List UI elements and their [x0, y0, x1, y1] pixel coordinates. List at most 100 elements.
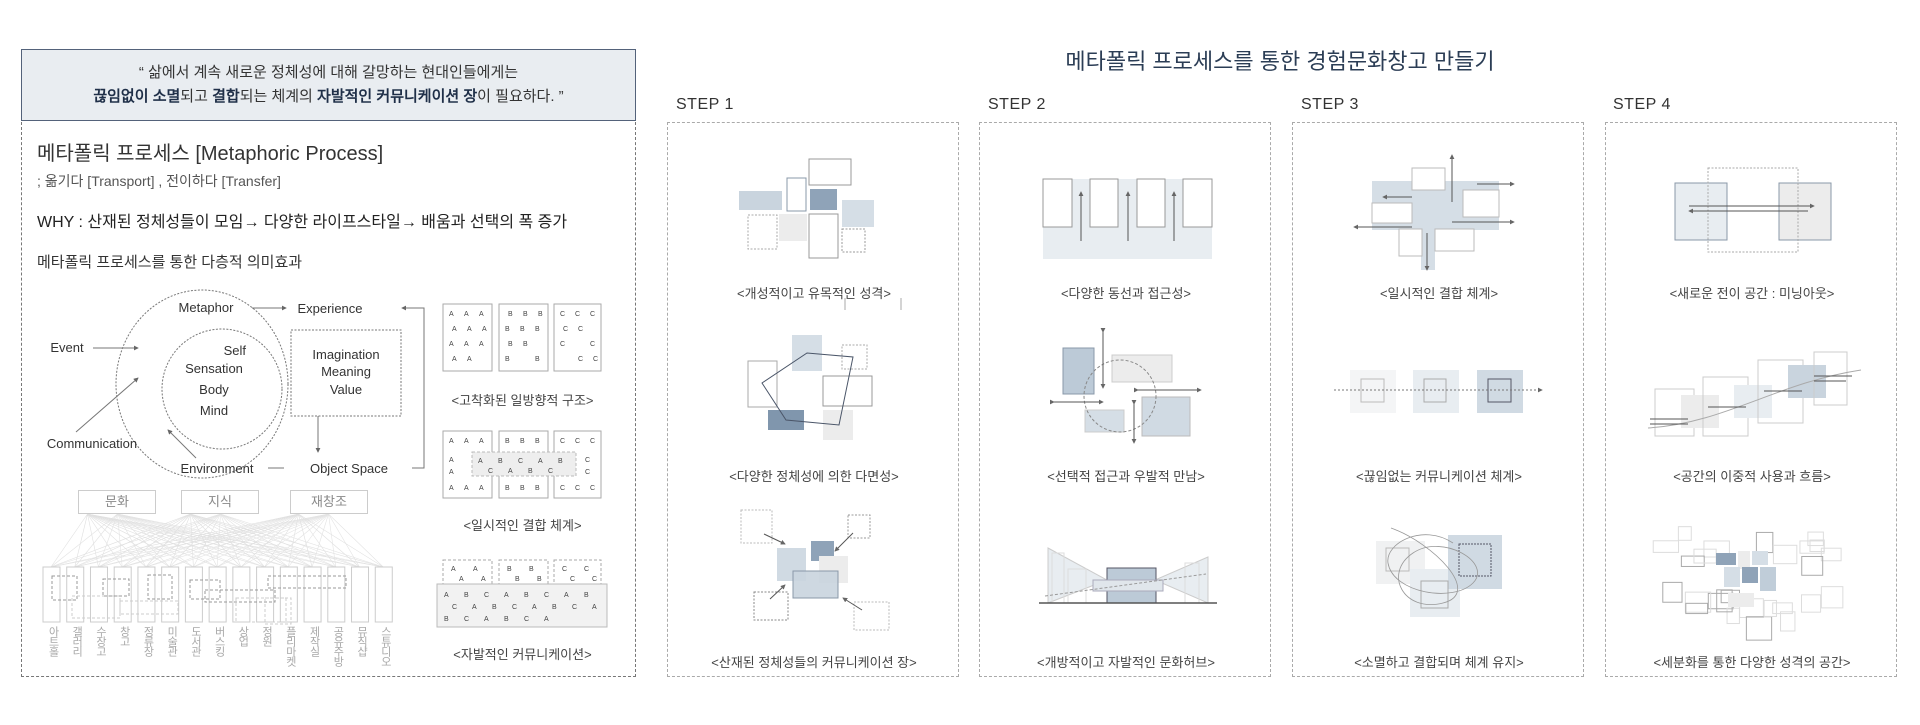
diagram-shape [1182, 178, 1213, 228]
space-unit [1763, 599, 1777, 617]
network-line [328, 513, 384, 568]
pattern-letter: A [538, 458, 543, 465]
pattern-letter: B [535, 485, 540, 492]
step-2-diagrams [1039, 178, 1217, 604]
pattern-letter: B [508, 311, 513, 318]
network-line [298, 513, 313, 568]
network-line [193, 513, 299, 568]
network-line [169, 513, 191, 568]
diagram-shape [842, 597, 863, 611]
pattern-letter: A [479, 438, 484, 445]
diagram-shape [1813, 351, 1848, 406]
diagram-shape [115, 289, 289, 479]
diagram-shape [1413, 370, 1459, 413]
pattern-letter: B [505, 485, 510, 492]
diagram-shape [1353, 154, 1515, 271]
pattern-letter: C [578, 326, 583, 333]
grouping-box [204, 589, 276, 603]
quote-text: 되고 [180, 88, 213, 105]
pattern-letter: C [570, 576, 575, 583]
space-unit [1684, 591, 1712, 613]
network-line [216, 513, 299, 568]
step-2-caption-1: <다양한 동선과 접근성> [1060, 286, 1192, 301]
quote-line-2: 끊임없이 소멸되고 결합되는 체계의 자발적인 커뮤니케이션 장이 필요하다. … [22, 85, 635, 109]
pattern-letter: C [575, 311, 580, 318]
step-4-caption-2: <공간의 이중적 사용과 흐름> [1673, 469, 1831, 484]
pattern-letter: A [473, 566, 478, 573]
diagram-shape [1078, 191, 1177, 241]
network-line [87, 513, 336, 568]
network-line [190, 513, 360, 568]
category-knowledge: 지식 [181, 490, 259, 514]
space-unit [1772, 544, 1798, 565]
network-line [87, 513, 384, 568]
quote-emphasis: 자발적인 커뮤니케이션 장 [317, 88, 478, 105]
diagram-shape [1136, 178, 1166, 228]
step-1-panel: <개성적이고 유목적인 성격> <다양한 정체성에 의한 다면성> <산재된 정… [667, 122, 959, 677]
diagram-shape [1398, 228, 1423, 257]
network-line [117, 513, 123, 568]
pattern-letter: B [505, 326, 510, 333]
pattern-letter: C [464, 616, 469, 623]
grouping-box [264, 597, 292, 625]
pattern-letter: B [507, 566, 512, 573]
pattern-letter: A [479, 311, 484, 318]
category-recreation: 재창조 [290, 490, 368, 514]
diagram-shape [1089, 178, 1119, 228]
why-statement: WHY : 산재된 정체성들이 모임→ 다양한 라이프스타일→ 배움과 선택의 … [37, 214, 568, 231]
pattern-letter: B [528, 468, 533, 475]
pattern-letter: B [520, 485, 525, 492]
pattern-letter: C [560, 311, 565, 318]
label-environment: Environment [181, 461, 254, 476]
pattern-letter: A [467, 326, 472, 333]
network-line [264, 513, 299, 568]
pattern-box [498, 559, 549, 585]
pattern-letter: C [592, 576, 597, 583]
network-line [74, 513, 329, 568]
diagram-shape [1421, 229, 1435, 270]
step-4-panel: <새로운 전이 공간 : 미닝아웃> <공간의 이중적 사용과 흐름> <세분화… [1605, 122, 1897, 677]
network-line [220, 513, 313, 568]
pattern-letter: C [590, 311, 595, 318]
network-line [117, 513, 384, 568]
diagram-shape [842, 200, 874, 227]
space-unit [1680, 555, 1705, 567]
pattern-letter: B [535, 438, 540, 445]
network-line [87, 513, 194, 568]
step-4-caption-3: <세분화를 통한 다양한 성격의 공간> [1653, 655, 1851, 670]
quote-line-1: “ 삶에서 계속 새로운 정체성에 대해 갈망하는 현대인들에게는 [138, 64, 519, 81]
network-line [74, 513, 221, 568]
facility-column [279, 566, 298, 623]
step-1-caption-1: <개성적이고 유목적인 성격> [737, 286, 891, 301]
space-unit [1724, 567, 1740, 587]
network-line [98, 513, 329, 568]
facility-label: 상업 [236, 626, 249, 646]
facility-label: 제작실 [308, 626, 321, 656]
diagram-shape [753, 591, 789, 621]
pattern-letter: C [585, 469, 590, 476]
temporary-combination-diagram [1353, 154, 1515, 271]
diagram-shape [747, 214, 778, 250]
network-line [87, 513, 289, 568]
label-sensation: Sensation [185, 361, 243, 376]
dual-use-flow-diagram [1647, 351, 1862, 437]
network-line [220, 513, 265, 568]
space-unit [1760, 567, 1776, 591]
pattern-letter: C [518, 458, 523, 465]
diagram-shape: Metaphor Experience Event Self Sensation… [47, 300, 388, 476]
pattern-letter: B [552, 604, 557, 611]
diagram-shape [1371, 202, 1413, 224]
label-metaphor: Metaphor [179, 300, 235, 315]
communication-field-diagram [740, 509, 890, 631]
diagram-shape [786, 177, 807, 212]
quote-emphasis: 결합 [212, 88, 240, 105]
pattern-letter: B [535, 326, 540, 333]
pattern-letter: B [464, 592, 469, 599]
network-line [74, 513, 299, 568]
network-line [74, 513, 191, 568]
facility-label: 뮤직샵 [355, 626, 368, 656]
diagram-shape [1083, 359, 1157, 433]
pattern-letter: B [492, 604, 497, 611]
diagram-shape [1049, 327, 1202, 444]
